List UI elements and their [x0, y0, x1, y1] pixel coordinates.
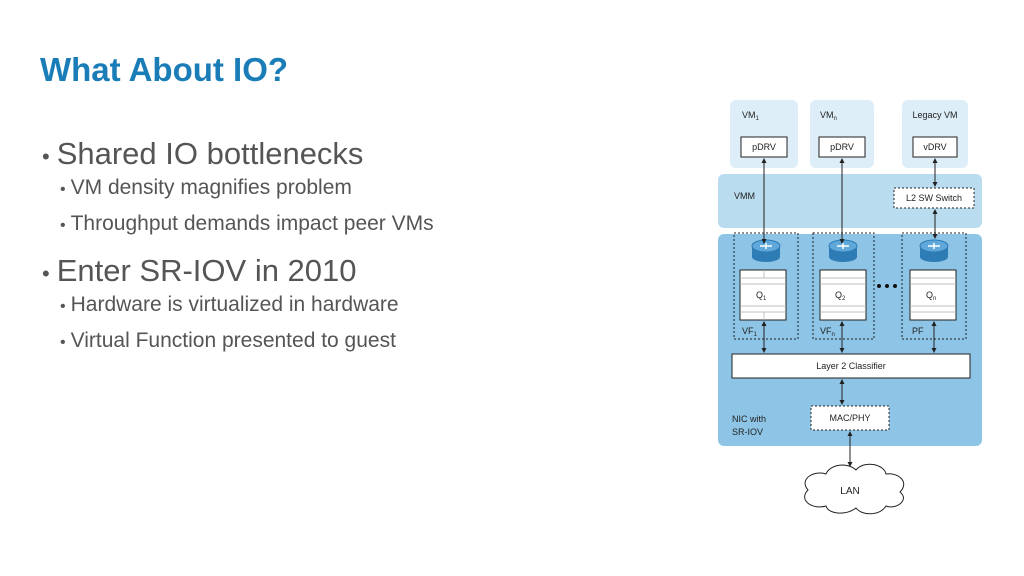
l2-switch-label: L2 SW Switch: [906, 193, 962, 203]
router-icon: [828, 239, 858, 262]
queue-label-2: Q2: [835, 290, 846, 302]
bullet-list: • Shared IO bottlenecks • VM density mag…: [42, 136, 662, 356]
sub-bullet-throughput: • Throughput demands impact peer VMs: [60, 211, 662, 239]
vm1-label: VM1: [742, 110, 760, 122]
router-icon: [919, 239, 949, 262]
connection-arrows: [761, 158, 938, 467]
router-icon: [751, 239, 781, 262]
bullet-shared-io: • Shared IO bottlenecks: [42, 136, 662, 175]
queue-box: [819, 269, 867, 321]
sub-bullet-hardware: • Hardware is virtualized in hardware: [60, 292, 662, 320]
bullet-text: Shared IO bottlenecks: [56, 136, 364, 171]
sub-bullet-text: Throughput demands impact peer VMs: [70, 212, 434, 235]
vmn-label: VMn: [820, 110, 837, 122]
mac-phy-box: [810, 405, 890, 431]
sub-bullet-virtual-function: • Virtual Function presented to guest: [60, 328, 662, 356]
mac-phy-label: MAC/PHY: [829, 413, 870, 423]
slide-title: What About IO?: [40, 51, 289, 88]
vf1-label: VF1: [742, 326, 758, 338]
legacy-vm-label: Legacy VM: [912, 110, 957, 120]
bullet-sr-iov: • Enter SR-IOV in 2010: [42, 253, 662, 292]
classifier-label: Layer 2 Classifier: [816, 361, 886, 371]
pdrv-label-n: pDRV: [830, 142, 854, 152]
pdrv-label-1: pDRV: [752, 142, 776, 152]
vdrv-label: vDRV: [923, 142, 946, 152]
queue-box: [739, 269, 787, 321]
vmm-label: VMM: [734, 191, 755, 201]
sub-bullet-text: VM density magnifies problem: [70, 176, 352, 199]
lan-cloud: [804, 463, 905, 515]
bullet-marker: •: [42, 261, 50, 286]
nic-label-line1: NIC with: [732, 414, 766, 424]
sub-bullet-text: Hardware is virtualized in hardware: [70, 293, 399, 316]
sub-bullet-text: Virtual Function presented to guest: [70, 329, 396, 352]
bullet-marker: •: [60, 298, 66, 315]
bullet-marker: •: [42, 144, 50, 169]
bullet-marker: •: [60, 334, 66, 351]
bullet-marker: •: [60, 217, 66, 234]
classifier-box: [731, 353, 971, 379]
queue-box: [909, 269, 957, 321]
queue-label-n: Qn: [926, 290, 936, 302]
sub-bullet-vm-density: • VM density magnifies problem: [60, 175, 662, 203]
vm-box-1: [730, 100, 798, 168]
sr-iov-diagram: VM1 VMn Legacy VM pDRV pDRV vDRV VMM L2 …: [718, 100, 982, 515]
queue-label-1: Q1: [756, 290, 767, 302]
lan-label: LAN: [840, 486, 859, 497]
bullet-text: Enter SR-IOV in 2010: [56, 253, 357, 288]
bullet-marker: •: [60, 181, 66, 198]
nic-label-line2: SR-IOV: [732, 427, 763, 437]
vfn-label: VFn: [820, 326, 835, 338]
ellipsis-dots: [877, 284, 897, 288]
pf-label: PF: [912, 326, 924, 336]
